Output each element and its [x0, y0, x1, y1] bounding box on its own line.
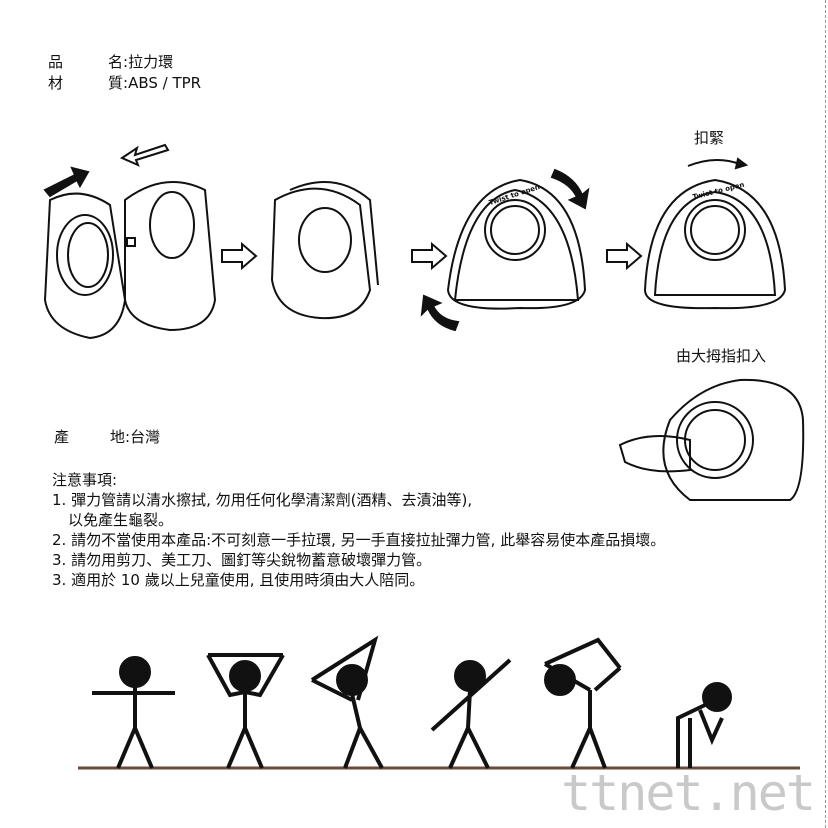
rotate-arrow-icon: [420, 294, 460, 332]
notes-title: 注意事項:: [52, 471, 118, 489]
ring-half-left-illustration: [43, 192, 127, 340]
stick-figure-6: [676, 682, 732, 768]
ring-half-right-illustration: [124, 181, 217, 332]
label: 名:: [108, 53, 129, 71]
stick-figure-4: [430, 658, 512, 769]
spec-name: 品 名:拉力環: [48, 52, 173, 72]
label: 材: [48, 74, 64, 92]
label: 地:: [110, 428, 131, 446]
arrow-right-icon: [411, 241, 448, 271]
product-name: 拉力環: [128, 53, 174, 71]
ring-assembled-illustration: [270, 181, 379, 320]
ring-twist-illustration: [446, 178, 587, 310]
stick-figure-5: [543, 637, 622, 769]
spec-origin: 產 地:台灣: [54, 427, 160, 447]
spec-material: 材 質:ABS / TPR: [48, 73, 201, 93]
note-item: 3. 適用於 10 歲以上兒童使用, 且使用時須由大人陪同。: [52, 571, 425, 589]
watermark: ttnet.net: [561, 764, 816, 822]
note-item: 2. 請勿不當使用本產品:不可刻意一手拉環, 另一手直接拉扯彈力管, 此舉容易使…: [52, 531, 666, 549]
note-item: 以免產生龜裂。: [68, 511, 174, 529]
ring-closed-illustration: [643, 178, 787, 310]
tighten-arrow-icon: [687, 159, 741, 167]
stick-figure-2: [206, 653, 285, 769]
arrow-icon: [43, 166, 90, 198]
page-border: [825, 0, 826, 828]
rotate-arrow-icon: [550, 168, 590, 210]
label: 質:: [108, 74, 129, 92]
origin-value: 台灣: [130, 428, 161, 446]
note-item: 3. 請勿用剪刀、美工刀、圖釘等尖銳物蓄意破壞彈力管。: [52, 551, 432, 569]
notes: 注意事項: 1. 彈力管請以清水擦拭, 勿用任何化學清潔劑(酒精、去漬油等), …: [52, 470, 665, 590]
thumb-label: 由大拇指扣入: [676, 347, 767, 365]
material-value: ABS / TPR: [128, 74, 202, 92]
label: 產: [54, 428, 70, 446]
label: 品: [48, 53, 64, 71]
stick-figure-1: [92, 656, 175, 769]
arrow-icon: [119, 143, 170, 167]
thumb-insert-illustration: [618, 378, 805, 501]
arrow-right-icon: [606, 241, 643, 271]
stick-figure-3: [310, 635, 384, 769]
tighten-label: 扣緊: [694, 129, 725, 147]
note-item: 1. 彈力管請以清水擦拭, 勿用任何化學清潔劑(酒精、去漬油等),: [52, 491, 473, 509]
arrow-right-icon: [221, 241, 258, 271]
